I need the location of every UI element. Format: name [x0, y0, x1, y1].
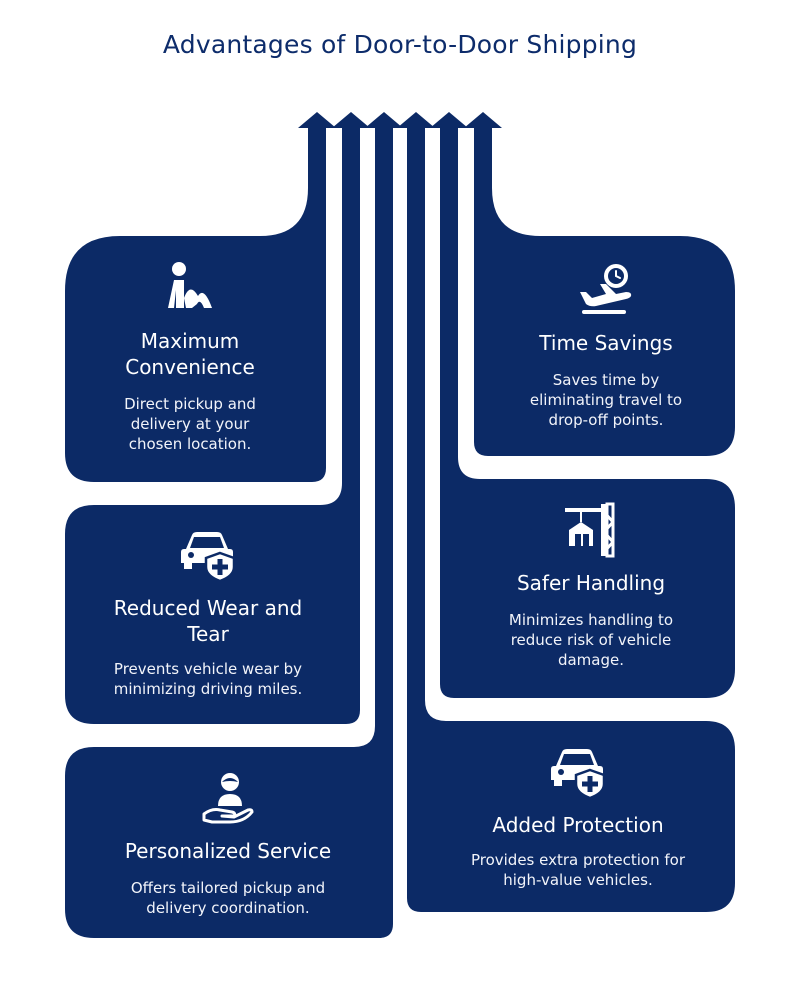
hand-person-icon [202, 773, 254, 824]
card-reduced-wear-shape [65, 112, 370, 724]
card-added-protection: Added Protection Provides extra protecti… [430, 744, 726, 890]
card-personalized-service-shape [65, 112, 403, 938]
card-personalized-service: Personalized Service Offers tailored pic… [90, 770, 366, 918]
card-title: Personalized Service [124, 839, 332, 863]
card-maximum-convenience: Maximum Convenience Direct pickup and de… [70, 258, 310, 454]
card-description: Saves time by eliminating travel to drop… [529, 371, 683, 429]
crane-icon [565, 502, 615, 558]
page-title: Advantages of Door-to-Door Shipping [162, 30, 638, 59]
card-description: Minimizes handling to reduce risk of veh… [508, 611, 674, 669]
card-reduced-wear: Reduced Wear and Tear Prevents vehicle w… [80, 527, 336, 699]
car-shield-icon [551, 749, 606, 798]
card-safer-handling: Safer Handling Minimizes handling to red… [456, 502, 726, 670]
car-shield-icon [181, 532, 236, 581]
card-description: Offers tailored pickup and delivery coor… [130, 879, 326, 917]
card-title: Safer Handling [516, 571, 666, 595]
card-description: Prevents vehicle wear by minimizing driv… [113, 660, 303, 698]
card-safer-handling-shape [430, 112, 735, 698]
card-time-savings-shape [464, 112, 735, 456]
reclining-person-icon [168, 262, 212, 308]
card-title: Reduced Wear and Tear [113, 596, 303, 646]
card-description: Provides extra protection for high-value… [470, 851, 686, 889]
card-time-savings: Time Savings Saves time by eliminating t… [486, 262, 726, 430]
card-title: Maximum Convenience [125, 329, 255, 379]
card-title: Added Protection [492, 813, 664, 837]
card-title: Time Savings [539, 331, 673, 355]
card-description: Direct pickup and delivery at your chose… [124, 395, 256, 453]
plane-clock-icon [580, 264, 632, 314]
